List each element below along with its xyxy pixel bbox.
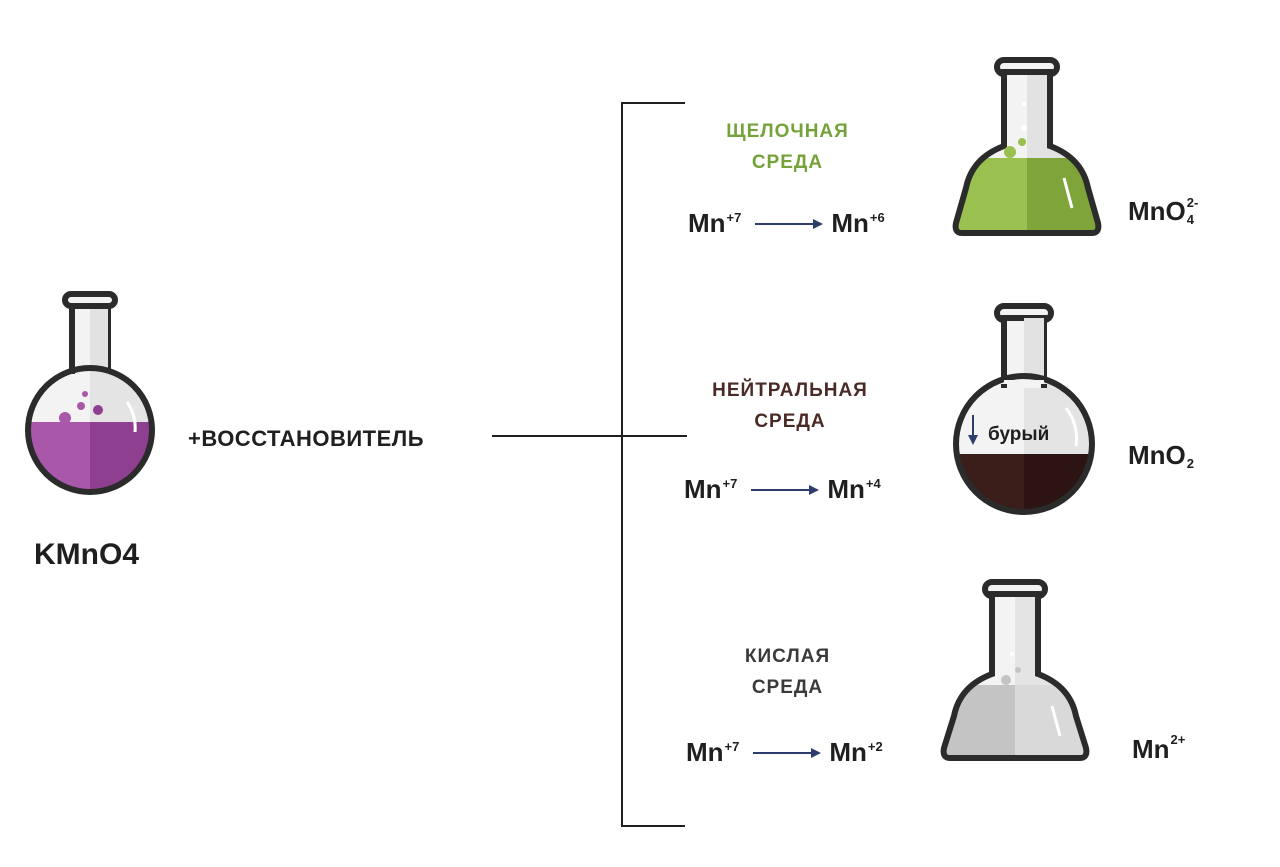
flask-gray-icon [940,570,1090,770]
neutral-product: MnO 2 [1128,440,1194,471]
connector-line [492,435,687,437]
reducer-label: +ВОССТАНОВИТЕЛЬ [188,426,425,451]
precipitate-label: бурый [988,424,1050,445]
acidic-equation: Mn+7 Mn+2 [686,737,883,767]
flask-green-icon [952,48,1102,248]
arrow-right-icon [753,747,822,758]
arrow-right-icon [751,484,820,495]
alkaline-product: MnO 2-4 [1128,195,1199,227]
flask-kmno4-icon [15,282,165,507]
bracket-top [621,102,685,104]
bracket-vertical [621,102,623,827]
acidic-medium-title: КИСЛАЯ СРЕДА [744,646,831,698]
flask-brown-icon [944,296,1104,521]
bracket-bottom [621,825,685,827]
precipitate-down-arrow-icon [966,415,980,450]
acidic-product: Mn 2+ [1132,732,1186,764]
arrow-right-icon [755,218,824,229]
alkaline-medium-title: ЩЕЛОЧНАЯ СРЕДА [726,121,849,173]
alkaline-equation: Mn+7 Mn+6 [688,208,885,238]
neutral-equation: Mn+7 Mn+4 [684,474,881,504]
neutral-medium-title: НЕЙТРАЛЬНАЯ СРЕДА [712,380,868,432]
kmno4-label: KMnO4 [34,538,139,571]
